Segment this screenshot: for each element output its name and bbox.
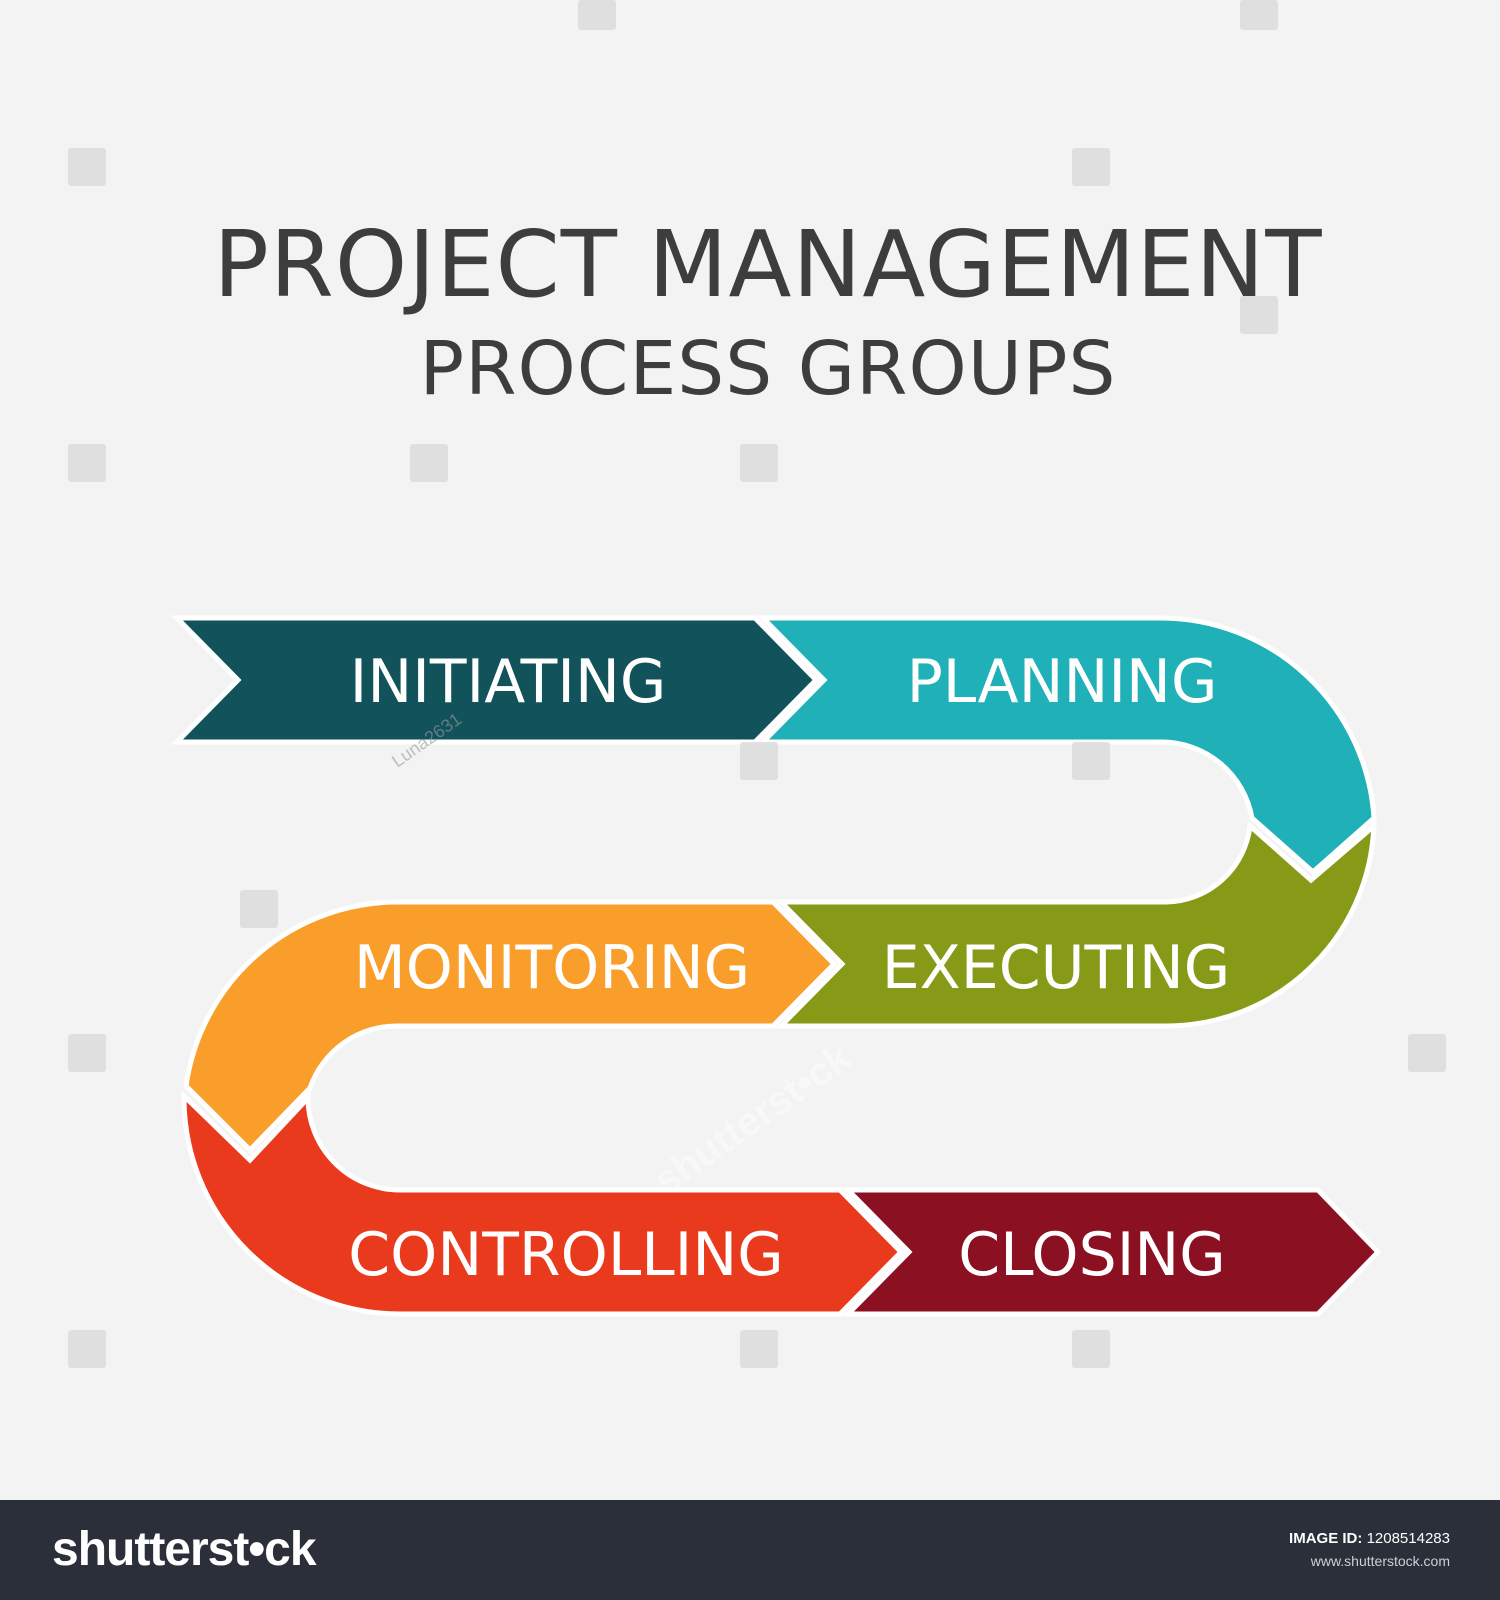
stage-executing-label: EXECUTING [882, 933, 1230, 1003]
stage-monitoring-arrow [183, 899, 838, 1154]
footer-bar: shutterst•ck IMAGE ID: 1208514283 www.sh… [0, 1500, 1500, 1600]
image-id-label: IMAGE ID: [1289, 1530, 1363, 1547]
title-line-1: PROJECT MANAGEMENT [213, 211, 1322, 318]
stage-closing-label: CLOSING [958, 1220, 1226, 1290]
footer-meta: IMAGE ID: 1208514283 www.shutterstock.co… [1289, 1530, 1450, 1569]
image-id: IMAGE ID: 1208514283 [1289, 1530, 1450, 1547]
image-id-value: 1208514283 [1366, 1530, 1450, 1547]
process-diagram: PROJECT MANAGEMENT PROCESS GROUPS INITIA… [68, 0, 1446, 1368]
watermark-brand: shutterst•ck [646, 1035, 860, 1203]
stage-monitoring-label: MONITORING [354, 933, 750, 1003]
stage-controlling-label: CONTROLLING [348, 1220, 784, 1290]
stage-closing-arrow [842, 1187, 1382, 1317]
stage-planning-label: PLANNING [907, 647, 1218, 717]
stage-controlling-arrow [181, 1090, 905, 1317]
stage-initiating-label: INITIATING [350, 647, 667, 717]
title-line-2: PROCESS GROUPS [420, 326, 1117, 412]
stage-executing-arrow [775, 817, 1377, 1029]
footer-url: www.shutterstock.com [1310, 1553, 1450, 1569]
stage-planning-arrow [757, 615, 1377, 876]
shutterstock-logo: shutterst•ck [52, 1523, 317, 1576]
